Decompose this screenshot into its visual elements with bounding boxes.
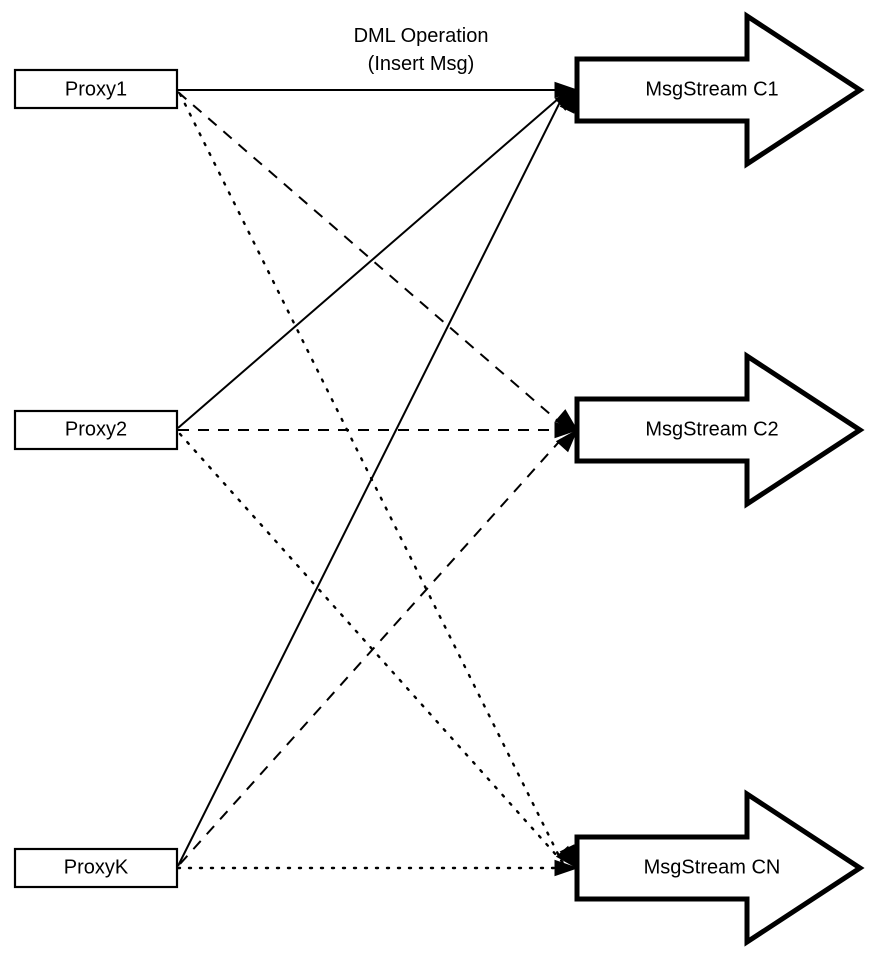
proxy1-label: Proxy1 [65,78,127,100]
block-arrow-icon [574,11,865,169]
msgstream-cn-label: MsgStream CN [644,856,781,878]
dml-operation-label-line1: DML Operation [354,25,489,47]
arrowhead-barb [554,409,579,432]
annotations-layer: DML Operation (Insert Msg) [354,25,489,75]
arrowheads-layer [554,81,579,877]
edge-proxy2-to-msgstream-c1 [177,91,567,429]
arrowhead-barb [555,845,579,870]
edge-proxy1-to-msgstream-c2 [177,91,567,429]
proxy1[interactable]: Proxy1 [13,68,179,110]
arrowhead-c2 [554,409,579,453]
arrowhead-barb [555,428,579,453]
msgstream-c2[interactable]: MsgStream C2 [574,351,865,509]
proxyk[interactable]: ProxyK [13,847,179,889]
block-arrow-icon [574,351,865,509]
arrowhead-barb [554,81,579,99]
msgstream-c1-label: MsgStream C1 [645,78,778,100]
edge-proxyk-to-msgstream-c2 [179,433,567,865]
msgstreams-layer: MsgStream C1 MsgStream C2 MsgStream CN [574,11,865,947]
arrowhead-barb [554,859,579,877]
arrowhead-c1 [554,81,579,114]
block-arrow-icon [574,789,865,947]
msgstream-c2-label: MsgStream C2 [645,418,778,440]
arrowhead-cn [554,844,579,877]
arrowhead-barb [554,421,579,439]
msgstream-c1[interactable]: MsgStream C1 [574,11,865,169]
proxyk-box [13,847,179,889]
dml-operation-label-line2: (Insert Msg) [368,53,475,75]
proxyk-label: ProxyK [64,856,129,878]
msgstream-cn[interactable]: MsgStream CN [574,789,865,947]
edges-layer [176,89,570,870]
proxy2-box [13,409,179,451]
proxy2-label: Proxy2 [65,418,127,440]
edge-proxyk-to-msgstream-c1 [177,93,565,867]
proxy2[interactable]: Proxy2 [13,409,179,451]
proxy1-box [13,68,179,110]
